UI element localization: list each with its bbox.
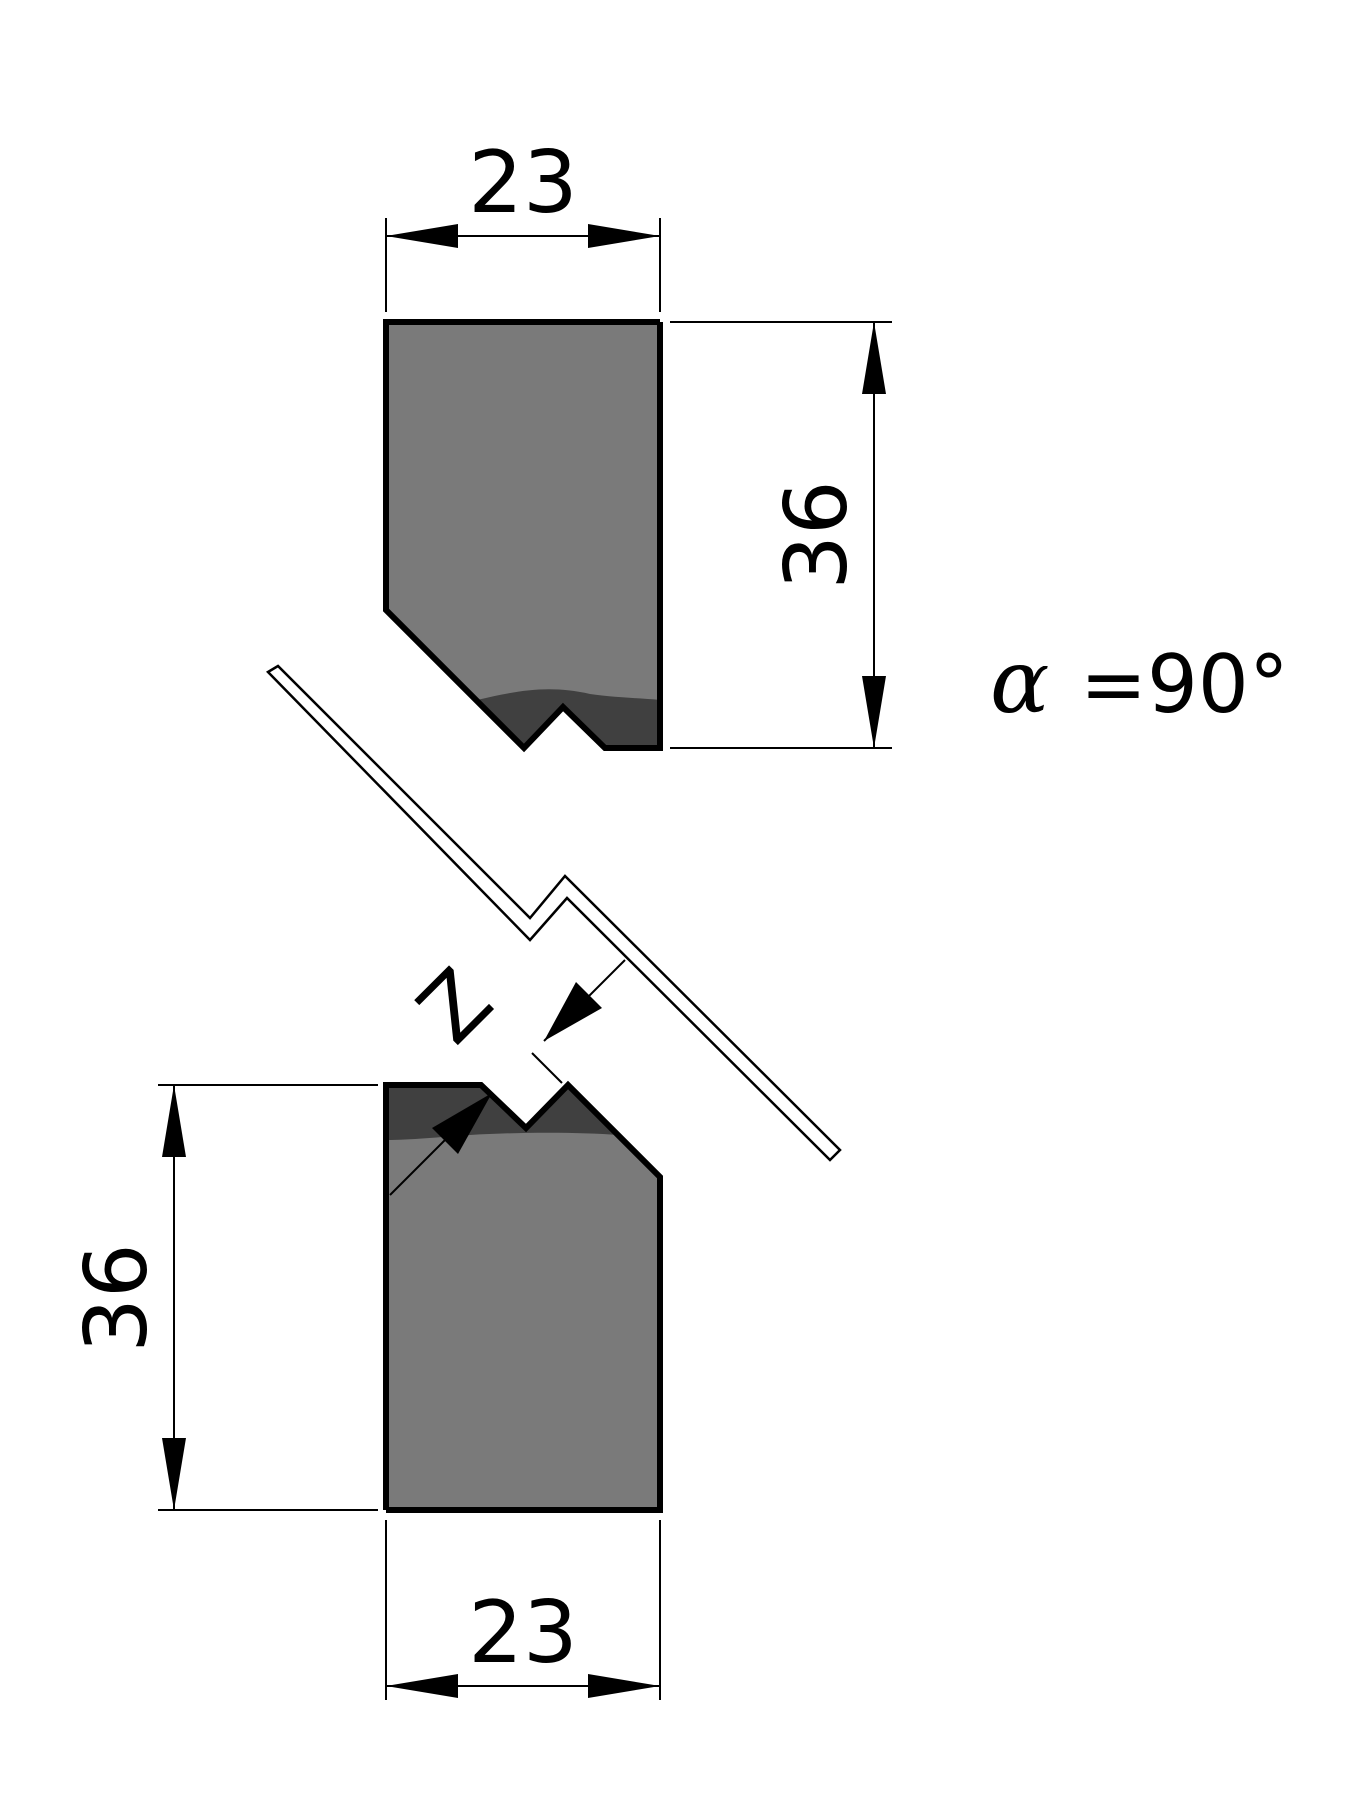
die-width-label: 23 — [468, 1583, 577, 1683]
punch — [383, 319, 663, 753]
die-width-arrow-left — [386, 1674, 458, 1698]
sheet-metal — [265, 664, 842, 1162]
punch-height-dimension: 36 — [670, 321, 892, 749]
die-tip-arrow-upper — [544, 982, 602, 1041]
die-body — [386, 1085, 660, 1510]
die-height-dimension: 36 — [67, 1084, 378, 1511]
angle-symbol: α — [990, 630, 1049, 733]
die-outline — [383, 1080, 663, 1513]
die-tip-wear — [386, 1085, 618, 1140]
punch-height-label: 36 — [767, 480, 867, 589]
punch-width-label: 23 — [468, 133, 577, 233]
punch-height-arrow-top — [862, 322, 886, 394]
die-height-arrow-top — [162, 1085, 186, 1157]
punch-width-arrow-right — [588, 224, 660, 248]
punch-width-arrow-left — [386, 224, 458, 248]
die-tip-label: Z — [399, 950, 511, 1062]
die-height-arrow-bottom — [162, 1438, 186, 1510]
punch-tip-wear — [477, 689, 660, 748]
die-width-dimension: 23 — [385, 1520, 661, 1700]
angle-annotation: α =90° — [990, 630, 1289, 733]
punch-body — [386, 322, 660, 748]
punch-width-dimension: 23 — [385, 133, 661, 312]
die-width-arrow-right — [588, 1674, 660, 1698]
die-tip-arrow-lower — [432, 1093, 492, 1154]
die-height-label: 36 — [67, 1243, 167, 1352]
punch-height-arrow-bottom — [862, 676, 886, 748]
die — [383, 1080, 663, 1513]
punch-outline — [383, 319, 663, 753]
angle-value: =90° — [1080, 638, 1289, 731]
